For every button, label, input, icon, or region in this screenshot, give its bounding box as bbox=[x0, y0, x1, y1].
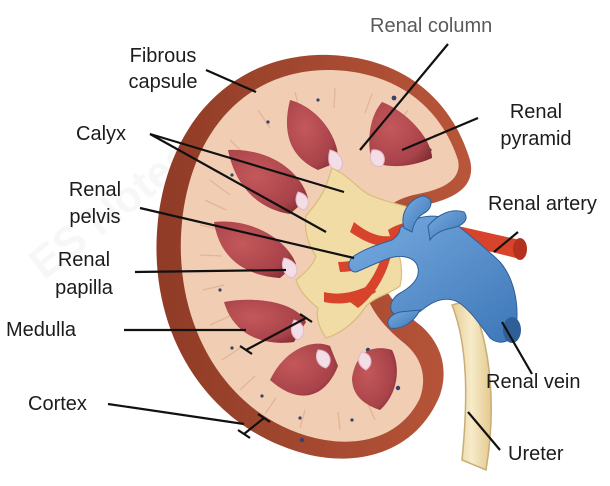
label-renal-vein: Renal vein bbox=[486, 370, 581, 394]
label-cortex: Cortex bbox=[28, 392, 87, 416]
label-medulla: Medulla bbox=[6, 318, 76, 342]
label-renal-pelvis-1: Renal bbox=[50, 178, 140, 202]
label-renal-pelvis-2: pelvis bbox=[50, 205, 140, 229]
label-renal-pyramid-2: pyramid bbox=[486, 127, 586, 151]
label-renal-papilla-1: Renal bbox=[36, 248, 132, 272]
label-renal-column: Renal column bbox=[370, 14, 492, 38]
label-capsule: capsule bbox=[108, 70, 218, 94]
label-renal-pyramid-1: Renal bbox=[486, 100, 586, 124]
label-renal-papilla-2: papilla bbox=[36, 276, 132, 300]
label-calyx: Calyx bbox=[76, 122, 126, 146]
label-fibrous: Fibrous bbox=[108, 44, 218, 68]
label-renal-artery: Renal artery bbox=[488, 192, 597, 216]
label-ureter: Ureter bbox=[508, 442, 564, 466]
